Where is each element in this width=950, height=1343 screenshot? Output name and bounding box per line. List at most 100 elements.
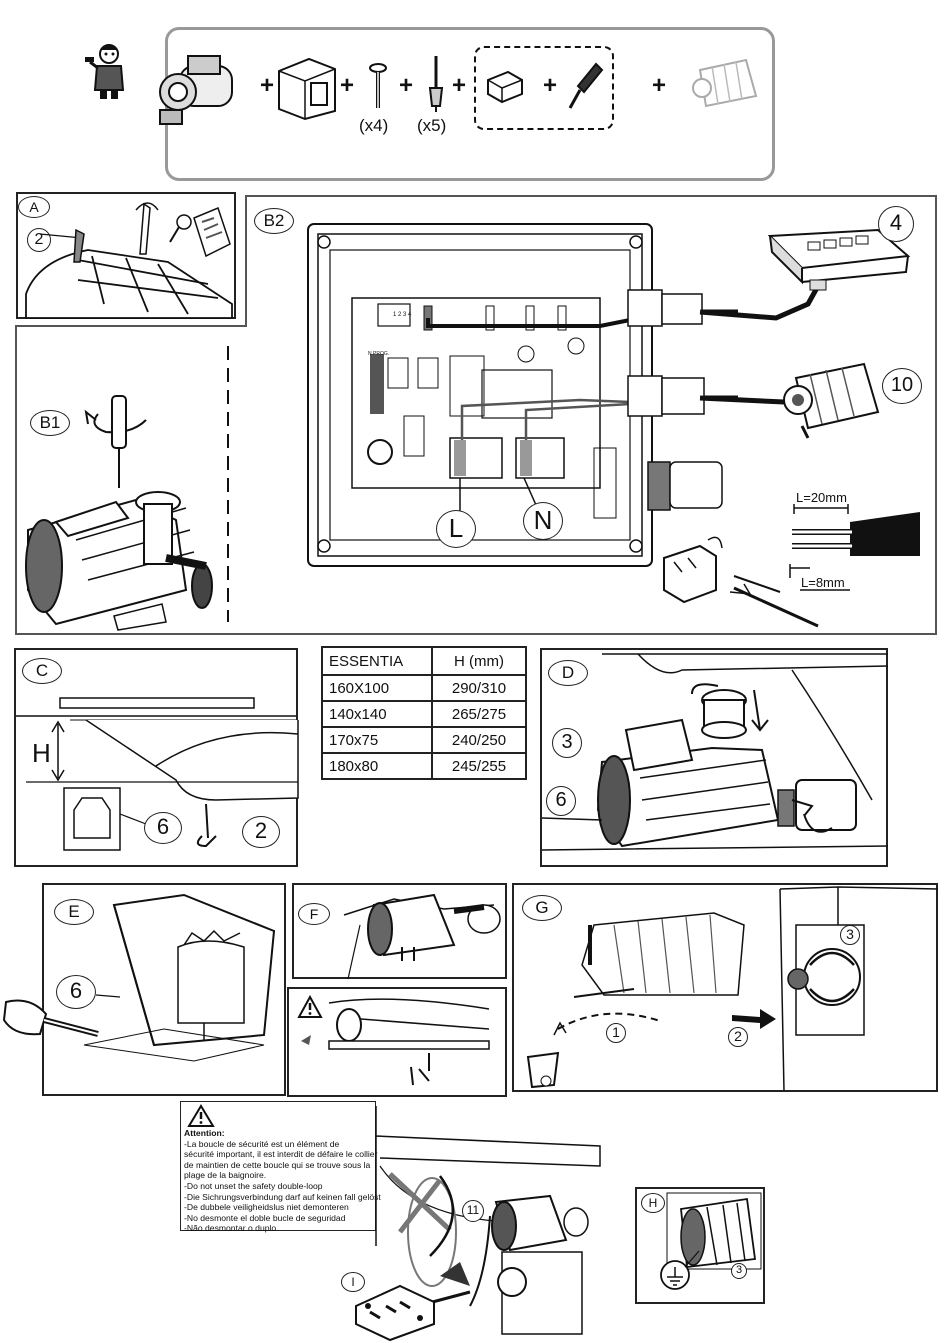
bathtub-frame-illustration (25, 202, 233, 319)
callout-6-box: 6 (546, 786, 576, 816)
strip-length-8mm: L=8mm (801, 575, 845, 590)
height-h-label: H (32, 738, 51, 768)
pump-connection-illustration (541, 653, 889, 851)
table-row: 170x75 240/250 (321, 726, 527, 754)
panel-f: F (292, 883, 507, 980)
table-header-height: H (mm) (431, 646, 527, 676)
terminal-plug-illustration (663, 536, 819, 628)
callout-6-box: 6 (56, 975, 96, 1009)
table-cell-height: 265/275 (431, 700, 527, 728)
cable-tie-icon (428, 56, 444, 112)
panel-c: C H 6 2 (14, 648, 299, 867)
panel-e-label: E (54, 899, 94, 925)
callout-3-pump: 3 (552, 728, 582, 758)
screwdriver-icon (568, 62, 604, 109)
panel-d: D 3 6 (540, 648, 889, 867)
optional-parts-frame (474, 46, 614, 130)
table-cell-height: 290/310 (431, 674, 527, 702)
table-header-model: ESSENTIA (321, 646, 433, 676)
earth-connection-illustration (660, 1192, 762, 1290)
sensor-cable (699, 284, 821, 321)
panel-g: G 1 2 3 (512, 883, 939, 1092)
terminal-l-label: L (436, 510, 476, 548)
cable-glands (627, 289, 738, 511)
frame-b-outline (15, 195, 937, 635)
panel-c-label: C (22, 658, 62, 684)
panel-a-label: A (18, 196, 50, 218)
table-cell-height: 245/255 (431, 752, 527, 780)
board-pin-label: 1 2 3 4 (393, 312, 412, 318)
plus-sign: + (399, 72, 414, 99)
attention-line: -La boucle de sécurité est un élément de (184, 1138, 340, 1149)
table-row: 180x80 245/255 (321, 752, 527, 780)
pump-under-bath-illustration (343, 893, 501, 980)
panel-i-label: I (341, 1272, 365, 1292)
control-sensor-icon (767, 228, 911, 291)
control-box-icon (278, 57, 336, 121)
pump-icon (159, 55, 233, 125)
attention-note: Attention: -La boucle de sécurité est un… (180, 1101, 381, 1234)
tie-quantity: (x5) (417, 116, 447, 135)
callout-2-screw: 2 (242, 816, 280, 848)
junction-box-wiring-icon (355, 1284, 435, 1342)
junction-box-icon (487, 70, 523, 104)
plus-sign: + (543, 72, 558, 99)
attention-line: de maintien de cette boucle qui se trouv… (184, 1159, 371, 1170)
pump-screwdriver-illustration (25, 395, 213, 631)
callout-2: 2 (27, 228, 51, 252)
plus-sign: + (652, 72, 667, 99)
attention-line: plage de la baignoire. (184, 1170, 267, 1181)
table-cell-model: 140x140 (321, 700, 433, 728)
table-row: 140x140 265/275 (321, 700, 527, 728)
panel-e: E 6 (42, 883, 286, 1096)
attention-line: sécurité important, il est interdit de d… (184, 1149, 378, 1160)
plus-sign: + (260, 72, 275, 99)
panel-h: H 3 (635, 1187, 765, 1304)
table-cell-model: 180x80 (321, 752, 433, 780)
heater-10-icon (783, 362, 880, 439)
panel-a: A 2 (16, 192, 236, 319)
table-cell-model: 160X100 (321, 674, 433, 702)
board-prog-label: N PROG. (368, 351, 390, 357)
height-table: ESSENTIA H (mm) 160X100 290/310 140x140 … (321, 646, 527, 780)
callout-3-heater: 3 (840, 925, 860, 945)
warning-triangle-icon (187, 1104, 215, 1127)
warning-panel (287, 987, 507, 1097)
attention-line: -No desmonte el doble bucle de seguridad (184, 1212, 346, 1223)
attention-line: -Não desmontar o duplo (184, 1223, 277, 1234)
plus-sign: + (452, 72, 467, 99)
height-measurement-illustration (16, 697, 299, 851)
callout-3: 3 (731, 1263, 747, 1279)
attention-line: -Do not unset the safety double-loop (184, 1180, 323, 1191)
table-cell-height: 240/250 (431, 726, 527, 754)
table-row: 160X100 290/310 (321, 674, 527, 702)
panel-h-label: H (641, 1193, 665, 1213)
terminal-n-label: N (523, 502, 563, 540)
installer-mascot-icon (85, 44, 125, 99)
attention-line: -Die Sichrungsverbindung darf auf keinen… (184, 1191, 381, 1202)
callout-4: 4 (878, 206, 914, 242)
safety-loop-illustration (301, 998, 490, 1086)
attention-title: Attention: (184, 1128, 225, 1138)
heater-installation-illustration (526, 886, 939, 1092)
wiring-box-illustration (307, 223, 653, 567)
panel-g-label: G (522, 895, 562, 921)
plus-sign: + (340, 72, 355, 99)
panel-f-label: F (298, 903, 330, 925)
attention-line: -De dubbele veiligheidslus niet demonter… (184, 1202, 349, 1213)
step-1-marker: 1 (606, 1023, 626, 1043)
junction-box-mounting-illustration (83, 893, 276, 1062)
panel-d-label: D (548, 660, 588, 686)
heater-cable (699, 395, 785, 405)
screw-quantity: (x4) (359, 116, 389, 135)
callout-10: 10 (882, 368, 922, 404)
callout-11-loop: 11 (462, 1200, 484, 1222)
screwdriver-icon (2, 999, 99, 1037)
warning-triangle-icon (297, 994, 323, 1018)
panel-b1-label: B1 (30, 410, 70, 436)
wire-strip-illustration (789, 504, 920, 591)
panel-b2-label: B2 (254, 208, 294, 234)
screw-icon (369, 63, 387, 108)
table-cell-model: 170x75 (321, 726, 433, 754)
step-2-marker: 2 (728, 1027, 748, 1047)
